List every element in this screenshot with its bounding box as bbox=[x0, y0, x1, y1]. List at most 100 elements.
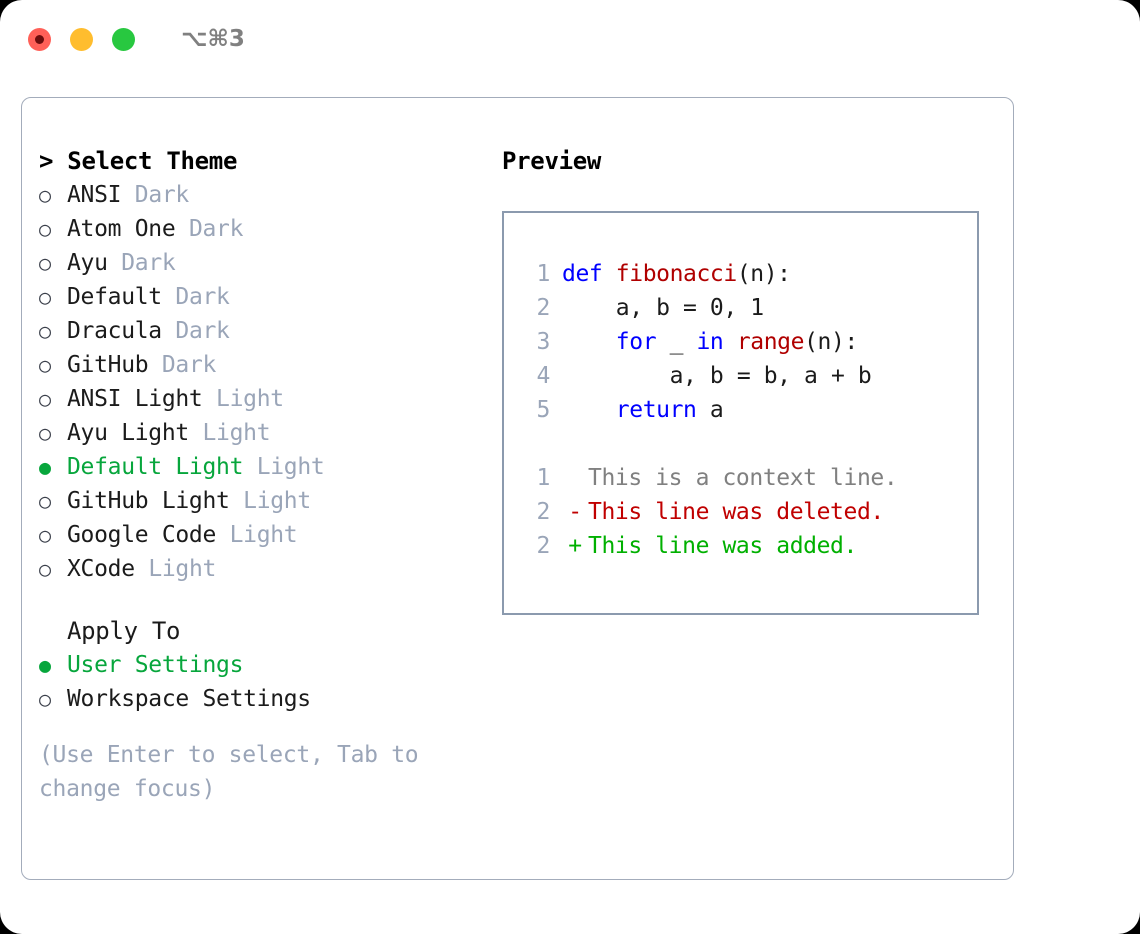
code-line-text: a, b = 0, 1 bbox=[562, 291, 764, 325]
theme-name-label: GitHub bbox=[67, 352, 149, 378]
radio-unselected-icon: ○ bbox=[39, 319, 51, 343]
list-spacer bbox=[39, 586, 502, 614]
theme-option-ayu-light[interactable]: ○ Ayu Light Light bbox=[39, 416, 502, 450]
diff-line-number: 1 bbox=[536, 465, 551, 491]
radio-unselected-icon: ○ bbox=[39, 489, 51, 513]
theme-option-default-light[interactable]: ●Default Light Light bbox=[39, 450, 502, 484]
apply-to-option-user-settings[interactable]: ● User Settings bbox=[39, 648, 502, 682]
theme-list-column: > Select Theme ○ANSI Dark○Atom One Dark○… bbox=[22, 98, 502, 879]
label-separator bbox=[175, 212, 189, 246]
theme-option-ansi-light[interactable]: ○ ANSI Light Light bbox=[39, 382, 502, 416]
diff-line-number: 2 bbox=[536, 499, 551, 525]
radio-unselected-icon: ○ bbox=[39, 523, 51, 547]
code-line: 3 for _ in range(n): bbox=[520, 325, 977, 359]
code-line: 5 return a bbox=[520, 393, 977, 427]
code-token-plain bbox=[562, 329, 616, 355]
theme-mode-label: Light bbox=[148, 556, 217, 582]
theme-name-label: ANSI bbox=[67, 182, 122, 208]
theme-name-label: Default Light bbox=[67, 454, 244, 480]
code-token-plain: (n): bbox=[736, 261, 791, 287]
code-token-kw: in bbox=[696, 329, 737, 355]
radio-selected-icon: ● bbox=[39, 653, 51, 677]
theme-name-label: XCode bbox=[67, 556, 135, 582]
code-token-fn: range bbox=[736, 329, 805, 355]
code-token-plain: a bbox=[696, 397, 724, 423]
label-separator bbox=[230, 484, 244, 518]
diff-sample: 1 This is a context line.2-This line was… bbox=[520, 461, 977, 563]
theme-name-label: GitHub Light bbox=[67, 488, 230, 514]
traffic-lights bbox=[28, 27, 135, 51]
theme-name-label: Google Code bbox=[67, 522, 217, 548]
theme-option-atom-one[interactable]: ○ Atom One Dark bbox=[39, 212, 502, 246]
code-line-text: for _ in range(n): bbox=[562, 325, 858, 359]
code-line: 2 a, b = 0, 1 bbox=[520, 291, 977, 325]
diff-line-text: This line was deleted. bbox=[588, 499, 884, 525]
preview-heading: Preview bbox=[502, 147, 602, 175]
radio-unselected-icon: ○ bbox=[39, 421, 51, 445]
radio-unselected-icon: ○ bbox=[39, 285, 51, 309]
theme-option-default[interactable]: ○Default Dark bbox=[39, 280, 502, 314]
theme-name-label: Dracula bbox=[67, 318, 162, 344]
diff-line-number: 2 bbox=[536, 533, 551, 559]
theme-mode-label: Dark bbox=[175, 318, 230, 344]
theme-name-label: ANSI Light bbox=[67, 386, 203, 412]
theme-option-ansi[interactable]: ○ ANSI Dark bbox=[39, 178, 502, 212]
label-separator bbox=[108, 246, 122, 280]
theme-option-github-light[interactable]: ○GitHub Light Light bbox=[39, 484, 502, 518]
diff-line-text: This is a context line. bbox=[588, 465, 898, 491]
code-token-plain: a, b = b, a + b bbox=[562, 363, 872, 389]
code-token-plain: _ bbox=[656, 329, 697, 355]
radio-unselected-icon: ○ bbox=[39, 217, 51, 241]
theme-mode-label: Dark bbox=[134, 182, 190, 208]
theme-option-google-code[interactable]: ○ Google Code Light bbox=[39, 518, 502, 552]
theme-mode-label: Dark bbox=[175, 284, 230, 310]
theme-option-list[interactable]: ○ANSI Dark○Atom One Dark○Ayu Dark○Defaul… bbox=[39, 178, 502, 586]
recording-indicator-icon bbox=[35, 34, 44, 44]
apply-to-option-workspace-settings[interactable]: ○ Workspace Settings bbox=[39, 682, 502, 716]
radio-unselected-icon: ○ bbox=[39, 687, 51, 711]
theme-option-github[interactable]: ○ GitHub Dark bbox=[39, 348, 502, 382]
label-separator bbox=[162, 280, 176, 314]
keyboard-shortcut-label: ⌥⌘3 bbox=[181, 26, 245, 52]
theme-option-xcode[interactable]: ○ XCode Light bbox=[39, 552, 502, 586]
apply-to-option-list[interactable]: ● User Settings ○ Workspace Settings bbox=[39, 648, 502, 716]
theme-mode-label: Light bbox=[216, 386, 284, 412]
radio-unselected-icon: ○ bbox=[39, 183, 51, 207]
diff-line-ctx: 1 This is a context line. bbox=[520, 461, 977, 495]
label-separator bbox=[243, 450, 257, 484]
diff-line-text: This line was added. bbox=[588, 533, 857, 559]
code-token-plain: (n): bbox=[804, 329, 858, 355]
radio-unselected-icon: ○ bbox=[39, 353, 51, 377]
apply-to-label: Workspace Settings bbox=[67, 686, 311, 712]
close-window-button[interactable] bbox=[28, 27, 51, 51]
code-line-number: 5 bbox=[536, 397, 551, 423]
keyboard-hint-text: (Use Enter to select, Tab to change focu… bbox=[39, 742, 432, 802]
maximize-window-button[interactable] bbox=[112, 27, 135, 51]
code-token-kw: def bbox=[562, 261, 616, 287]
theme-mode-label: Light bbox=[229, 522, 298, 548]
apply-to-heading: Apply To bbox=[67, 617, 181, 645]
code-line-text: a, b = b, a + b bbox=[562, 359, 872, 393]
theme-mode-label: Dark bbox=[188, 216, 244, 242]
theme-mode-label: Dark bbox=[161, 352, 217, 378]
theme-name-label: Atom One bbox=[67, 216, 176, 242]
radio-selected-icon: ● bbox=[39, 455, 51, 479]
code-token-plain bbox=[562, 397, 616, 423]
code-line-number: 1 bbox=[536, 261, 551, 287]
theme-option-ayu[interactable]: ○Ayu Dark bbox=[39, 246, 502, 280]
code-line-number: 3 bbox=[536, 329, 551, 355]
theme-mode-label: Light bbox=[202, 420, 271, 446]
radio-unselected-icon: ○ bbox=[39, 557, 51, 581]
theme-option-dracula[interactable]: ○ Dracula Dark bbox=[39, 314, 502, 348]
code-line-number: 2 bbox=[536, 295, 551, 321]
title-bar: ⌥⌘3 bbox=[0, 0, 1140, 78]
minimize-window-button[interactable] bbox=[70, 27, 93, 51]
code-line-number: 4 bbox=[536, 363, 551, 389]
radio-unselected-icon: ○ bbox=[39, 387, 51, 411]
apply-to-label: User Settings bbox=[67, 652, 244, 678]
theme-selection-panel: > Select Theme ○ANSI Dark○Atom One Dark○… bbox=[21, 97, 1014, 880]
label-separator bbox=[189, 416, 203, 450]
theme-name-label: Ayu Light bbox=[67, 420, 189, 446]
